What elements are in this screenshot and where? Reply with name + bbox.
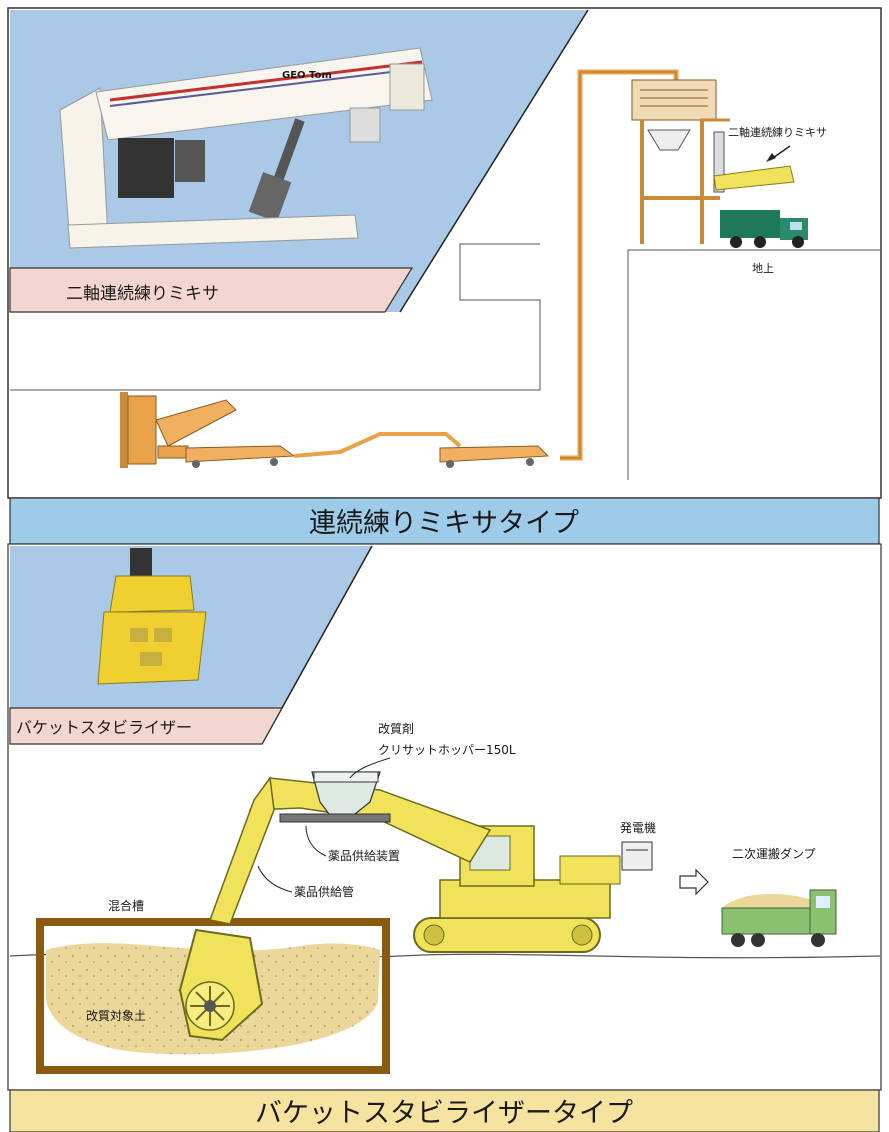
excavator — [178, 776, 621, 1042]
generator-label: 発電機 — [620, 820, 656, 835]
machine-brand-text: GEO Tom — [282, 70, 332, 81]
photo-diagonal — [399, 9, 589, 313]
hopper-label-2: クリサットホッパー150L — [378, 743, 516, 757]
twin-shaft-mixer-photo — [59, 47, 433, 249]
supply-pipe-edge — [560, 71, 677, 459]
pit-outline — [627, 249, 880, 480]
pipe-label: 薬品供給管 — [294, 884, 354, 899]
hopper-label-1: 改質剤 — [378, 721, 414, 736]
transfer-arrow — [679, 868, 709, 896]
feeder-pointer — [305, 825, 327, 857]
pipe-pointer — [257, 865, 293, 893]
photo-label-box — [9, 267, 414, 313]
bottom-banner-title: バケットスタビライザータイプ — [255, 1098, 633, 1129]
tank-label: 混合槽 — [108, 898, 144, 913]
dump-label: 二次運搬ダンプ — [732, 846, 816, 861]
secondary-dump-truck — [721, 889, 837, 947]
bucket-stabilizer-photo — [97, 548, 207, 685]
ground-label: 地上 — [752, 262, 774, 275]
tunnel-machine — [120, 392, 237, 468]
top-banner-title: 連続練りミキサタイプ — [309, 508, 579, 539]
mixer-plant-structure — [631, 79, 795, 244]
mixing-tank — [36, 918, 390, 1074]
soil-label: 改質対象土 — [86, 1008, 146, 1023]
plant-mixer-arrowhead — [766, 153, 776, 162]
photo-label-box-2 — [9, 707, 284, 745]
pipe-link — [293, 432, 462, 458]
pipe-cart-2 — [439, 445, 550, 468]
photo-label: 二軸連続練りミキサ — [66, 284, 219, 304]
hopper-pointer — [349, 757, 391, 779]
top-banner — [9, 497, 880, 545]
chemical-feeder — [279, 813, 391, 823]
bottom-banner — [9, 1089, 880, 1132]
plant-mixer-label: 二軸連続練りミキサ — [728, 125, 827, 139]
ground-outline — [10, 243, 541, 391]
generator — [621, 841, 653, 871]
photo-label-2: バケットスタビライザー — [16, 718, 192, 737]
feeder-label: 薬品供給装置 — [328, 849, 400, 863]
plant-dump-truck — [720, 210, 808, 248]
